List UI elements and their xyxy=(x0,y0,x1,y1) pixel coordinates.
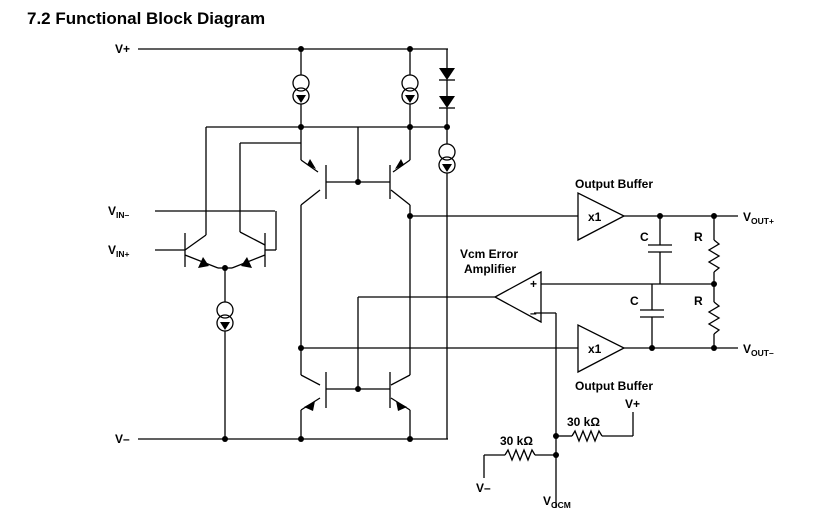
top-transistor-pair xyxy=(300,127,411,350)
vin-plus-label: VIN+ xyxy=(108,243,130,259)
resistor-top xyxy=(707,216,721,284)
amp-minus-sign: – xyxy=(530,306,537,320)
vout-minus-label: VOUT– xyxy=(743,342,774,358)
vcm-error-amplifier xyxy=(493,270,714,508)
internal-wires xyxy=(301,126,578,349)
diagram-title: 7.2 Functional Block Diagram xyxy=(27,9,266,28)
vin-minus-label: VIN– xyxy=(108,204,130,220)
vocm-label: VOCM xyxy=(543,494,571,510)
vout-plus-label: VOUT+ xyxy=(743,210,774,226)
cap-top-label: C xyxy=(640,230,649,244)
current-source-left-top xyxy=(292,49,310,160)
vplus-label: V+ xyxy=(115,42,130,56)
buffer-top-gain: x1 xyxy=(588,210,602,224)
diode-string xyxy=(439,49,455,439)
vminus-label: V– xyxy=(115,432,130,446)
junction-dots xyxy=(222,46,717,458)
vcm-label-line2: Amplifier xyxy=(464,262,516,276)
output-buffer-top xyxy=(577,191,738,242)
capacitor-bottom xyxy=(640,284,664,348)
amp-plus-sign: + xyxy=(530,277,537,291)
bottom-transistor-pair xyxy=(300,297,411,439)
vplus-divider-label: V+ xyxy=(625,397,640,411)
resistor-30k-left xyxy=(483,448,556,478)
current-source-right-top xyxy=(401,49,419,160)
output-buffer-bottom xyxy=(577,323,738,374)
input-pair xyxy=(155,126,410,269)
res-top-label: R xyxy=(694,230,703,244)
capacitor-top xyxy=(648,216,672,284)
buffer-bottom-gain: x1 xyxy=(588,342,602,356)
current-source-input-tail xyxy=(216,270,234,439)
res-bottom-label: R xyxy=(694,294,703,308)
cap-bottom-label: C xyxy=(630,294,639,308)
resistor-30k-right xyxy=(556,412,634,443)
resistor-bottom xyxy=(707,284,721,348)
vminus-divider-label: V– xyxy=(476,481,491,495)
output-buffer-top-label: Output Buffer xyxy=(575,177,653,191)
output-buffer-bottom-label: Output Buffer xyxy=(575,379,653,393)
res-30k-right-label: 30 kΩ xyxy=(567,415,600,429)
vcm-label-line1: Vcm Error xyxy=(460,247,518,261)
res-30k-left-label: 30 kΩ xyxy=(500,434,533,448)
current-source-diode-branch xyxy=(438,143,456,174)
